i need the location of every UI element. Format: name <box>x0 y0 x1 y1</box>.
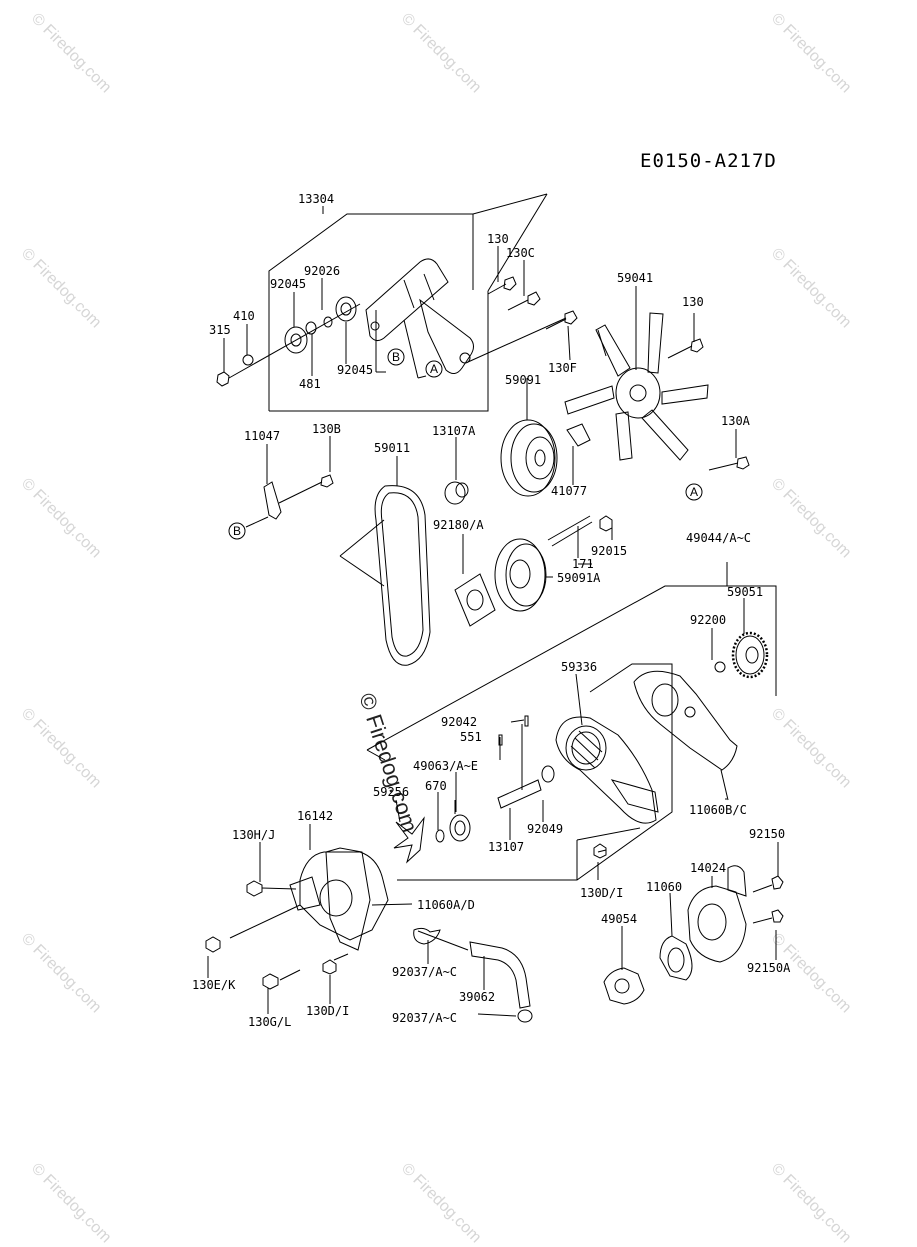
diagram-id: E0150-A217D <box>640 150 777 172</box>
part-label: 59041 <box>617 271 653 285</box>
bracket-11047 <box>245 474 334 528</box>
part-label: 130 <box>487 232 509 246</box>
part-label: 410 <box>233 309 255 323</box>
part-label: 92042 <box>441 715 477 729</box>
part-label: 130H/J <box>232 828 275 842</box>
part-label: 130C <box>506 246 535 260</box>
part-label: 130 <box>682 295 704 309</box>
part-label: 13107 <box>488 840 524 854</box>
shaft <box>497 715 555 809</box>
impeller-seal <box>393 800 471 864</box>
ref-marker-a: A <box>690 485 698 499</box>
part-labels: 13304 92026 92045 410 315 481 92045 130 … <box>192 192 791 1029</box>
crank-pulley <box>444 419 613 532</box>
part-label: 49063/A~E <box>413 759 478 773</box>
part-label: 11060 <box>646 880 682 894</box>
part-label: 315 <box>209 323 231 337</box>
part-label: 49044/A~C <box>686 531 751 545</box>
part-label: 11060B/C <box>689 803 747 817</box>
part-label: 130A <box>721 414 751 428</box>
ref-marker-labels: B A B A <box>233 350 698 538</box>
gear <box>714 631 769 679</box>
part-label: 130B <box>312 422 341 436</box>
part-label: 92026 <box>304 264 340 278</box>
part-label: 551 <box>460 730 482 744</box>
part-label: 171 <box>572 557 594 571</box>
part-label: 41077 <box>551 484 587 498</box>
part-label: 13304 <box>298 192 334 206</box>
part-label: 59091A <box>557 571 601 585</box>
part-label: 130E/K <box>192 978 236 992</box>
part-label: 92150 <box>749 827 785 841</box>
pump-body <box>205 847 389 990</box>
part-label: 11060A/D <box>417 898 475 912</box>
part-label: 92015 <box>591 544 627 558</box>
part-label: 92045 <box>337 363 373 377</box>
part-label: 14024 <box>690 861 726 875</box>
part-label: 13107A <box>432 424 476 438</box>
part-label: 92150A <box>747 961 791 975</box>
part-label: 670 <box>425 779 447 793</box>
part-label: 16142 <box>297 809 333 823</box>
ref-marker-b: B <box>392 350 400 364</box>
part-label: 49054 <box>601 912 637 926</box>
part-label: 59051 <box>727 585 763 599</box>
pump-gasket <box>633 670 738 801</box>
part-label: 130G/L <box>248 1015 291 1029</box>
exploded-view-drawing: 13304 92026 92045 410 315 481 92045 130 … <box>192 192 791 1029</box>
v-belt <box>339 485 431 666</box>
ref-marker-b: B <box>233 524 241 538</box>
parts-diagram: E0150-A217D © Firedog.com © Firedog.com … <box>18 10 854 1246</box>
part-label: 92200 <box>690 613 726 627</box>
ref-marker-a: A <box>430 362 438 376</box>
drive-pulley <box>454 515 593 627</box>
leader-lines <box>207 246 779 1017</box>
thermostat-housing <box>593 843 784 1005</box>
part-label: 92037/A~C <box>392 965 457 979</box>
ref-markers <box>228 348 703 540</box>
part-label: 59256 <box>373 785 409 799</box>
gear-group-box <box>366 562 777 761</box>
part-label: 92037/A~C <box>392 1011 457 1025</box>
bolts-130 <box>467 276 578 363</box>
part-label: 130D/I <box>580 886 623 900</box>
part-label: 59011 <box>374 441 410 455</box>
part-label: 11047 <box>244 429 280 443</box>
part-label: 481 <box>299 377 321 391</box>
hose <box>413 927 533 1023</box>
part-label: 39062 <box>459 990 495 1004</box>
part-label: 59091 <box>505 373 541 387</box>
part-label: 59336 <box>561 660 597 674</box>
part-label: 130D/I <box>306 1004 349 1018</box>
pump-housing <box>555 716 659 824</box>
part-label: 130F <box>548 361 577 375</box>
water-pump-box <box>397 663 673 881</box>
part-label: 92049 <box>527 822 563 836</box>
part-label: 92045 <box>270 277 306 291</box>
idler-arm <box>365 258 474 374</box>
part-label: 92180/A <box>433 518 484 532</box>
fan <box>564 312 750 471</box>
